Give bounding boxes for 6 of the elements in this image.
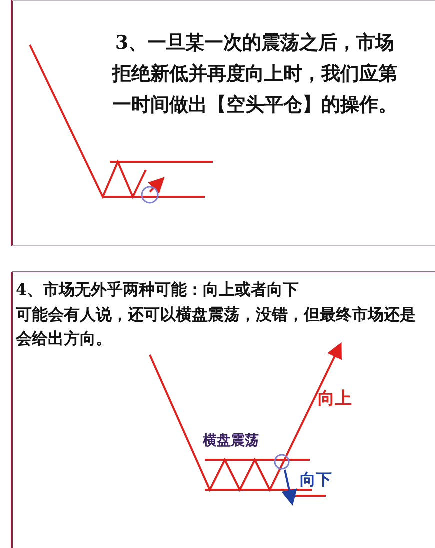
heading-text: 4、市场无外乎两种可能：向上或者向下 — [16, 279, 300, 301]
paragraph-text: 3、一旦某一次的震荡之后，市场拒绝新低并再度向上时，我们应第一时间做出【空头平仓】的操作。 — [111, 31, 398, 118]
chart-label: 横盘震荡 — [203, 432, 259, 450]
chart-label: 向下 — [300, 470, 332, 490]
paragraph-text: 可能会有人说，还可以横盘震荡，没错，但最终市场还是会给出方向。 — [16, 304, 417, 350]
chart-label: 向上 — [318, 388, 352, 410]
